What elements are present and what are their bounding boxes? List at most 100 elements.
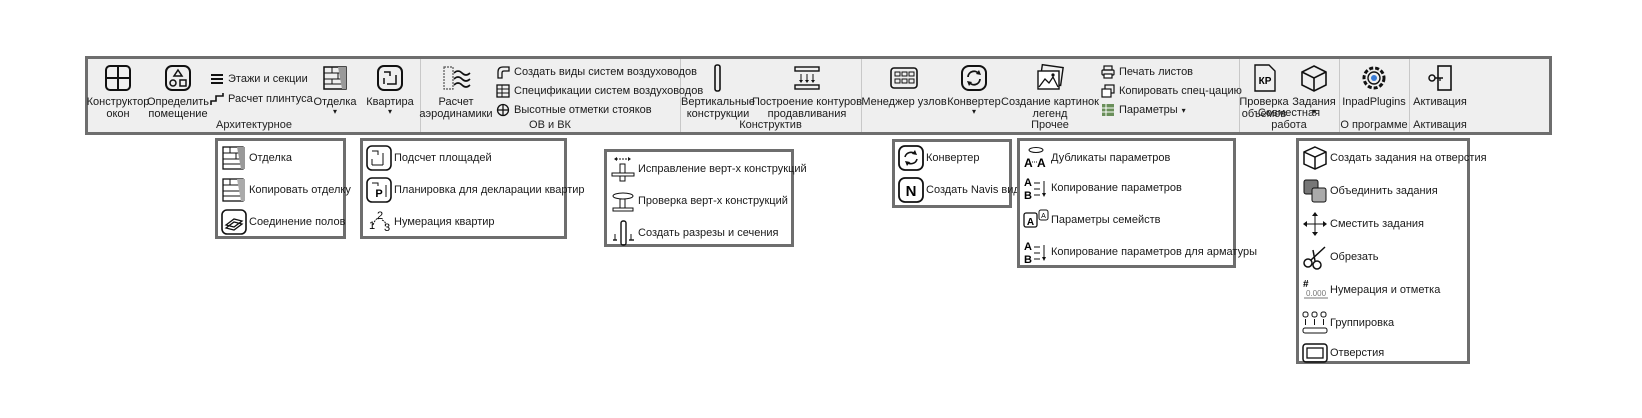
opening-frame-icon (1302, 343, 1328, 363)
ab-copy-icon: AB (1024, 241, 1046, 265)
dropdown-converter: Конвертер N Создать Navis вид (892, 139, 1020, 208)
window-builder-label-1: Конструктор (86, 96, 150, 108)
ribbon: Конструктор окон Определить помещение Эт… (85, 56, 1552, 135)
node-manager-button[interactable]: Менеджер узлов (861, 63, 947, 108)
tasks-button[interactable]: Задания ▾ (1291, 63, 1337, 116)
menu-item-label: Сместить задания (1330, 218, 1425, 230)
dropdown-vertical: Исправление верт-х конструкций Проверка … (604, 149, 807, 247)
finish-label: Отделка (313, 96, 357, 108)
image-picture-icon (1037, 63, 1064, 90)
apartment-button[interactable]: Квартира ▾ (362, 63, 418, 116)
copy-spec-label: Копировать спец-цацию (1119, 85, 1242, 97)
inpadplugins-label: InpadPlugins (1342, 96, 1406, 108)
activation-button[interactable]: Активация (1409, 63, 1471, 108)
inpadplugins-button[interactable]: InpadPlugins (1339, 63, 1409, 108)
dropdown-apartment: Подсчет площадей P Планировка для деклар… (360, 138, 585, 239)
riser-marks-label: Высотные отметки стояков (514, 104, 652, 116)
column-fix-icon (611, 157, 635, 182)
chevron-down-icon: ▾ (387, 107, 392, 116)
menu-item-trim[interactable]: Обрезать (1302, 244, 1379, 270)
riser-marks-button[interactable]: Высотные отметки стояков (496, 102, 652, 118)
menu-item-copy-finish[interactable]: Копировать отделку (221, 177, 351, 203)
menu-item-create-sections[interactable]: Создать разрезы и сечения (610, 220, 779, 246)
floors-sections-button[interactable]: Этажи и секции (210, 71, 308, 87)
section-cut-icon (613, 220, 634, 246)
spec-table-icon (496, 84, 510, 98)
aerodynamics-button[interactable]: Расчет аэродинамики (419, 63, 493, 120)
print-sheets-button[interactable]: Печать листов (1101, 64, 1193, 80)
punching-contours-button[interactable]: Построение контуров продавливания (752, 63, 862, 120)
duct-corner-icon (497, 66, 510, 79)
converter-button[interactable]: Конвертер ▾ (947, 63, 1001, 116)
menu-item-floor-join[interactable]: Соединение полов (221, 209, 345, 235)
panel-title-hvac: ОВ и ВК (529, 119, 571, 131)
duct-views-button[interactable]: Создать виды систем воздуховодов (496, 64, 697, 80)
menu-item-label: Копирование параметров (1051, 182, 1182, 194)
brick-copy-icon (222, 178, 245, 202)
level-mark-icon: #0.000 (1303, 279, 1328, 299)
plinth-calc-button[interactable]: Расчет плинтуса (210, 91, 313, 107)
window-grid-icon (105, 65, 131, 91)
panel-title-architecture: Архитектурное (216, 119, 292, 131)
menu-item-merge-tasks[interactable]: Объединить задания (1302, 178, 1438, 204)
plinth-step-icon (210, 93, 224, 105)
menu-item-move-tasks[interactable]: Сместить задания (1302, 211, 1424, 237)
vertical-structures-label-2: конструкции (686, 108, 750, 120)
duct-specs-button[interactable]: Спецификации систем воздуховодов (496, 83, 703, 99)
vertical-column-icon (714, 64, 721, 92)
tasks-label: Задания (1292, 96, 1336, 108)
duct-specs-label: Спецификации систем воздуховодов (514, 85, 704, 97)
brick-wall-icon (222, 146, 245, 170)
menu-item-check-vertical[interactable]: Проверка верт-х конструкций (610, 188, 788, 214)
panel-title-collaboration: Совместная работа (1257, 107, 1321, 131)
check-volumes-button[interactable]: КР Проверка объемов (1239, 63, 1289, 120)
cube-icon (1303, 146, 1327, 170)
svg-text:B: B (1024, 254, 1032, 265)
copy-spec-button[interactable]: Копировать спец-цацию (1101, 83, 1242, 99)
dropdown-finish: Отделка Копировать отделку Соединение по… (215, 138, 351, 239)
menu-item-fix-vertical[interactable]: Исправление верт-х конструкций (610, 156, 807, 182)
parameters-button[interactable]: Параметры ▾ (1101, 102, 1186, 118)
menu-item-label: Подсчет площадей (394, 152, 492, 164)
menu-item-label: Копировать отделку (249, 184, 351, 196)
window-builder-label-2: окон (106, 108, 130, 120)
menu-item-label: Нумерация квартир (394, 216, 495, 228)
menu-item-converter[interactable]: Конвертер (898, 145, 979, 171)
menu-item-grouping[interactable]: Группировка (1302, 310, 1394, 336)
legend-images-label-2: легенд (1032, 108, 1068, 120)
menu-item-numbering-mark[interactable]: #0.000 Нумерация и отметка (1302, 277, 1440, 303)
scissors-icon (1303, 246, 1326, 270)
menu-item-openings[interactable]: Отверстия (1302, 340, 1384, 366)
vertical-structures-button[interactable]: Вертикальные конструкции (681, 63, 755, 120)
menu-item-label: Планировка для декларации квартир (394, 184, 585, 196)
airflow-icon (443, 66, 471, 90)
column-check-icon (612, 192, 634, 212)
svg-text:A: A (1024, 156, 1033, 170)
legend-images-button[interactable]: Создание картинок легенд (1001, 63, 1099, 120)
panel-activation: Активация Активация (1409, 59, 1549, 132)
define-room-button[interactable]: Определить помещение (147, 63, 209, 120)
menu-item-area-calc[interactable]: Подсчет площадей (366, 145, 492, 171)
panel-title-activation: Активация (1413, 119, 1467, 131)
plinth-calc-label: Расчет плинтуса (228, 93, 313, 105)
menu-item-navis-view[interactable]: N Создать Navis вид (898, 177, 1020, 203)
window-builder-button[interactable]: Конструктор окон (86, 63, 150, 120)
menu-item-declaration-plan[interactable]: P Планировка для декларации квартир (366, 177, 585, 203)
cube-icon (1301, 65, 1327, 92)
panel-title-about: О программе (1340, 119, 1408, 131)
menu-item-finish[interactable]: Отделка (221, 145, 292, 171)
menu-item-label: Соединение полов (249, 216, 346, 228)
menu-item-create-opening-tasks[interactable]: Создать задания на отверстия (1302, 145, 1487, 171)
finish-button[interactable]: Отделка ▾ (312, 63, 358, 116)
numbering-123-icon: 123 (369, 210, 390, 234)
room-shapes-icon (165, 65, 191, 91)
chevron-down-icon: ▾ (1181, 105, 1186, 115)
printer-icon (1101, 65, 1115, 79)
